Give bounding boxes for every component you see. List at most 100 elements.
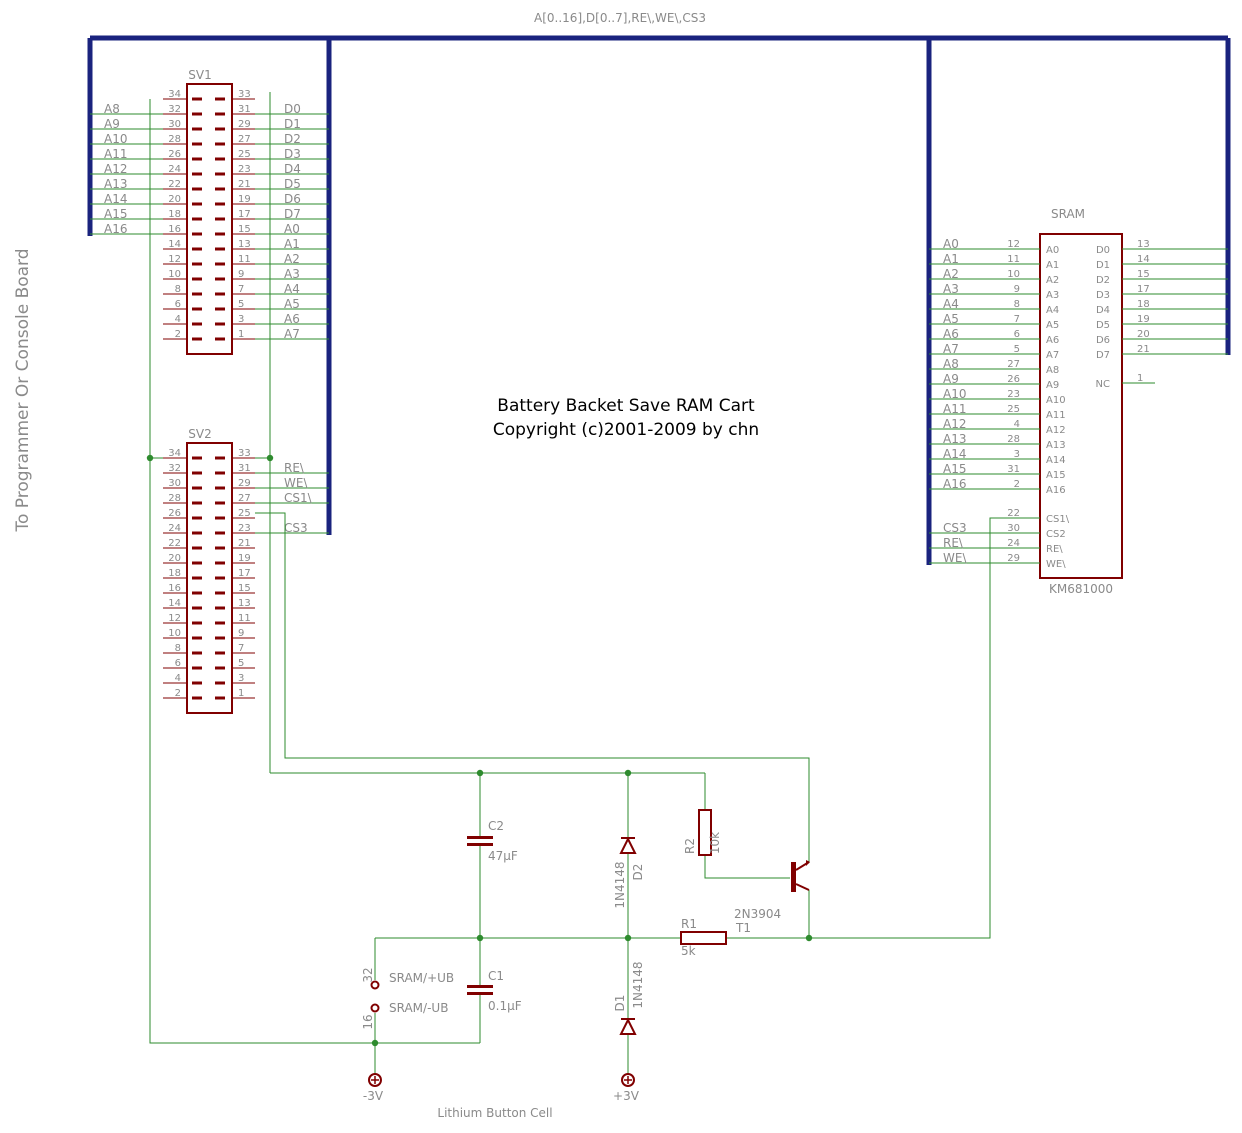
batt-pos-label: +3V: [613, 1089, 640, 1103]
battery-positive: +3V: [613, 1073, 640, 1103]
sram-net-label: A15: [943, 462, 966, 476]
battery-negative: -3V: [363, 1073, 384, 1103]
pad-minus-pin: 16: [361, 1014, 375, 1029]
sram-pin-name: A10: [1046, 395, 1066, 406]
r2-name: R2: [683, 838, 697, 854]
battery-label: Lithium Button Cell: [437, 1106, 552, 1120]
sram-pin-name: A7: [1046, 350, 1059, 361]
sram-pin-name: A16: [1046, 485, 1066, 496]
sv1-left-pin-number: 26: [168, 149, 181, 160]
sram-pin-name: D5: [1096, 320, 1110, 331]
sv1-right-pin-number: 31: [238, 104, 251, 115]
pad-minus-ub: 16 SRAM/-UB: [361, 1001, 448, 1030]
d1-name: D1: [613, 995, 627, 1012]
sv2-left-pin-number: 30: [168, 478, 181, 489]
sv2-right-pin-number: 5: [238, 658, 244, 669]
d2-name: D2: [631, 864, 645, 881]
bus: [87, 35, 1231, 565]
sram-pin-number: 11: [1007, 254, 1020, 265]
sv1-left-pin-number: 28: [168, 134, 181, 145]
sv2-net-label: RE\: [284, 461, 305, 475]
c1-value: 0.1µF: [488, 999, 522, 1013]
sv2-left-pin-number: 24: [168, 523, 181, 534]
circuit-wiring: [149, 92, 1025, 1075]
sv1-right-pin-number: 15: [238, 224, 251, 235]
sram-net-label: A2: [943, 267, 959, 281]
sv2-right-pin-number: 7: [238, 643, 244, 654]
pad-plus-label: SRAM/+UB: [389, 971, 454, 985]
capacitor-c1: C1 0.1µF: [467, 969, 522, 1013]
sram-pin-name: D7: [1096, 350, 1110, 361]
sv2-left-pin-number: 18: [168, 568, 181, 579]
t1-value: 2N3904: [734, 907, 781, 921]
r1-name: R1: [681, 917, 697, 931]
sv1-left-pin-number: 16: [168, 224, 181, 235]
side-label: To Programmer Or Console Board: [13, 248, 33, 532]
sram-pin-number: 30: [1007, 523, 1020, 534]
sv1-net-label: A5: [284, 297, 300, 311]
sv2-left-pin-number: 14: [168, 598, 181, 609]
sv1-right-pin-number: 29: [238, 119, 251, 130]
sv2-right-pin-number: 21: [238, 538, 251, 549]
sram-pin-name: D1: [1096, 260, 1110, 271]
sram-pin-number: 12: [1007, 239, 1020, 250]
sv1-right-pin-number: 19: [238, 194, 251, 205]
pad-minus-label: SRAM/-UB: [389, 1001, 448, 1015]
sv1-net-label: A1: [284, 237, 300, 251]
bus-label: A[0..16],D[0..7],RE\,WE\,CS3: [534, 11, 706, 25]
sram-pin-number: 15: [1137, 269, 1150, 280]
sv1-net-label: D4: [284, 162, 301, 176]
sram-net-label: A13: [943, 432, 966, 446]
sv1-right-pin-number: 13: [238, 239, 251, 250]
sv1-right-pin-number: 5: [238, 299, 244, 310]
capacitor-c2: C2 47µF: [467, 819, 518, 863]
sram-pin-number: 29: [1007, 553, 1020, 564]
sv1-net-label: A6: [284, 312, 300, 326]
sv2-right-pin-number: 25: [238, 508, 251, 519]
sv1-left-pin-number: 22: [168, 179, 181, 190]
sv1-net-label: A8: [104, 102, 120, 116]
sv1-left-pin-number: 32: [168, 104, 181, 115]
title-line2: Copyright (c)2001-2009 by chn: [493, 420, 759, 440]
sv2-left-pin-number: 34: [168, 448, 181, 459]
sram-pin-number: 2: [1014, 479, 1020, 490]
sram-value: KM681000: [1049, 582, 1113, 596]
sv2-right-pin-number: 33: [238, 448, 251, 459]
sv1-left-pin-number: 18: [168, 209, 181, 220]
sram-net-label: A6: [943, 327, 959, 341]
sram-pin-number: 3: [1014, 449, 1020, 460]
sram-pin-number: 19: [1137, 314, 1150, 325]
sram-pin-name: CS1\: [1046, 514, 1070, 525]
sram-net-label: A3: [943, 282, 959, 296]
sv2-right-pin-number: 29: [238, 478, 251, 489]
sv2-left-pin-number: 26: [168, 508, 181, 519]
sv1-net-label: D1: [284, 117, 301, 131]
transistor-t1: 2N3904 T1: [734, 860, 810, 935]
sram-net-label: A12: [943, 417, 966, 431]
resistor-r1: R1 5k: [680, 917, 727, 958]
sram-pin-number: 18: [1137, 299, 1150, 310]
sv2-left-pin-number: 12: [168, 613, 181, 624]
sram-body: [1039, 233, 1123, 579]
sv2-net-label: WE\: [284, 476, 308, 490]
sram-net-label: A1: [943, 252, 959, 266]
sram-pin-number: 22: [1007, 508, 1020, 519]
sram-name: SRAM: [1051, 207, 1085, 221]
sv1-net-label: A3: [284, 267, 300, 281]
r2-value: 10k: [708, 832, 722, 854]
sv1-left-pin-number: 2: [175, 329, 181, 340]
r1-value: 5k: [681, 944, 696, 958]
sram-net-label: A16: [943, 477, 966, 491]
sv2-left-pin-number: 2: [175, 688, 181, 699]
sv1-right-pin-number: 33: [238, 89, 251, 100]
sram-pin-number: 23: [1007, 389, 1020, 400]
sram-net-label: A0: [943, 237, 959, 251]
sram-pin-name: D6: [1096, 335, 1110, 346]
sram-pin-number: 5: [1014, 344, 1020, 355]
sv1-net-label: A9: [104, 117, 120, 131]
sram-pin-number: 21: [1137, 344, 1150, 355]
title-line1: Battery Backet Save RAM Cart: [497, 396, 755, 416]
sram-net-label: A10: [943, 387, 966, 401]
sv2-right-pin-number: 17: [238, 568, 251, 579]
